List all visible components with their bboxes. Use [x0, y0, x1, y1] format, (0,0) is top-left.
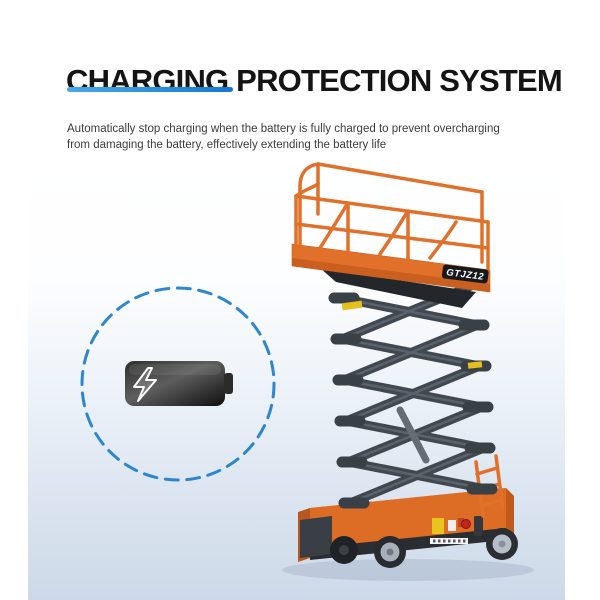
- model-plate: GTJZ12: [441, 264, 489, 284]
- wheels: [330, 528, 518, 568]
- guardrails: [294, 162, 490, 274]
- page-title: CHARGING PROTECTION SYSTEM: [66, 62, 563, 98]
- chassis-base: [298, 488, 514, 562]
- scissor-mechanism: [328, 278, 498, 509]
- battery-gloss-highlight: [129, 364, 221, 375]
- dashed-circle: [80, 286, 276, 482]
- chassis-skirt: [310, 528, 506, 560]
- small-red-sticker: [458, 518, 464, 527]
- battery-box-module: [300, 516, 332, 558]
- info-sticker: [448, 520, 456, 531]
- page-subtitle: Automatically stop charging when the bat…: [67, 121, 537, 154]
- subtitle-line-1: Automatically stop charging when the bat…: [67, 122, 500, 135]
- lightning-bolt-icon: [133, 367, 157, 402]
- model-label: GTJZ12: [446, 267, 485, 283]
- subtitle-line-2: from damaging the battery, effectively e…: [67, 139, 387, 151]
- battery-charging-figure: [80, 286, 276, 482]
- arm-warning-stickers: [341, 300, 483, 369]
- battery-terminal: [224, 373, 233, 394]
- platform-basket: GTJZ12: [291, 162, 491, 308]
- warning-sticker: [432, 518, 444, 534]
- title-underline: [67, 87, 233, 92]
- emergency-stop-button: [461, 519, 471, 529]
- hydraulic-cylinder: [396, 406, 430, 464]
- machine-shadow: [282, 559, 534, 581]
- scissor-lift-image: GTJZ12: [282, 162, 534, 581]
- platform-underside: [320, 268, 476, 308]
- charging-port: [474, 516, 483, 536]
